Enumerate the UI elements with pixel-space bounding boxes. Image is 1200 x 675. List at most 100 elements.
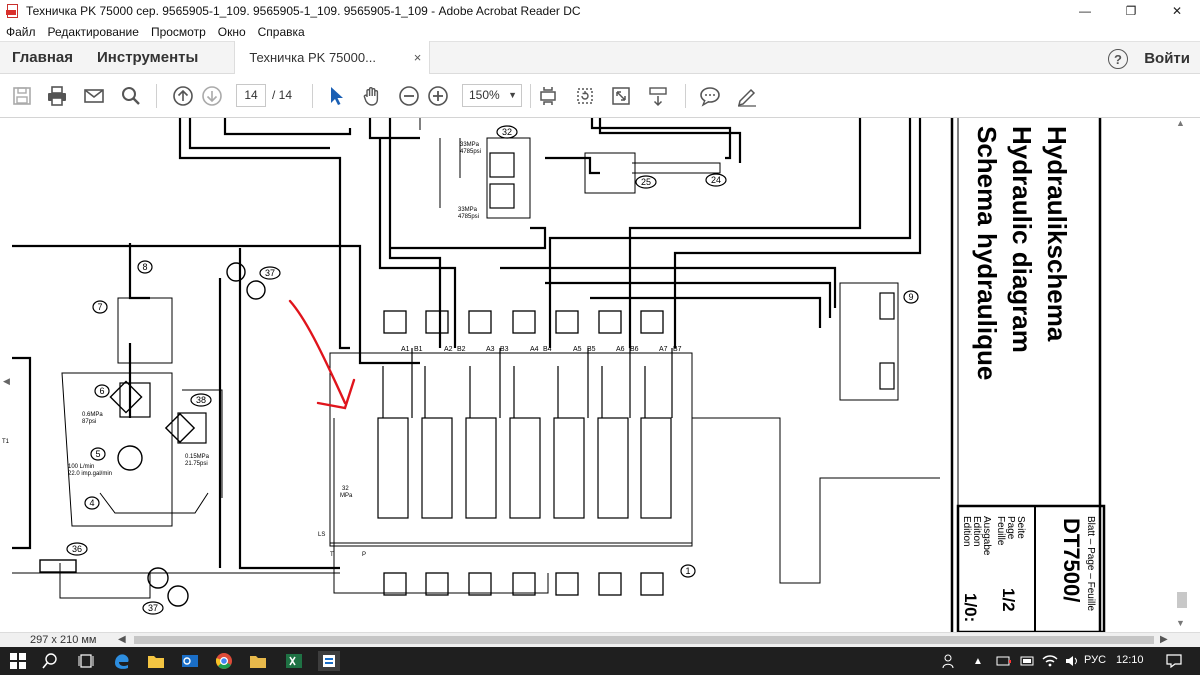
component-label: 1 xyxy=(685,566,690,576)
print-icon[interactable] xyxy=(45,84,69,108)
port-label: B5 xyxy=(587,346,596,353)
battery-icon xyxy=(1018,651,1038,671)
folder-icon[interactable] xyxy=(248,651,268,671)
file-explorer-icon[interactable] xyxy=(146,651,166,671)
signin-button[interactable]: Войти xyxy=(1144,50,1190,67)
port-label: T xyxy=(330,552,334,558)
zoom-out-icon[interactable] xyxy=(397,84,421,108)
menu-help[interactable]: Справка xyxy=(257,24,305,39)
component-label: 37 xyxy=(265,268,275,278)
pressure-label: 100 L/min xyxy=(68,464,94,470)
title-block: Hydraulikschema Hydraulic diagram Schema… xyxy=(950,118,1106,632)
network-icon[interactable] xyxy=(994,651,1014,671)
clock[interactable]: 12:10 xyxy=(1116,654,1144,666)
title-block-label: Feuille xyxy=(995,516,1006,546)
page-value: 1/2 xyxy=(999,588,1018,612)
pressure-label: 32 xyxy=(342,486,349,492)
tab-document[interactable]: Техничка PK 75000... × xyxy=(234,41,431,74)
menu-window[interactable]: Окно xyxy=(217,24,246,39)
component-label: 5 xyxy=(95,449,100,459)
port-label: A7 xyxy=(659,346,668,353)
excel-icon[interactable] xyxy=(284,651,304,671)
acrobat-taskbar-icon[interactable] xyxy=(318,651,340,671)
pressure-label: 21.75psi xyxy=(185,461,208,467)
chevron-down-icon: ▼ xyxy=(508,90,517,100)
rotate-icon[interactable] xyxy=(573,84,597,108)
title-block-label: Page xyxy=(1005,516,1016,540)
wifi-icon[interactable] xyxy=(1040,651,1060,671)
pressure-label: 33MPa xyxy=(460,142,480,148)
fullscreen-icon[interactable] xyxy=(609,84,633,108)
component-label: 4 xyxy=(89,498,94,508)
page-number-input[interactable]: 14 xyxy=(236,84,266,107)
component-label: 7 xyxy=(97,302,102,312)
hydraulic-diagram: 32 25 24 8 37 7 6 5 4 38 9 36 37 1 33MPa… xyxy=(2,118,1106,632)
component-label: 38 xyxy=(196,395,206,405)
task-view-icon[interactable] xyxy=(76,651,96,671)
zoom-value: 150% xyxy=(469,88,500,102)
menu-file[interactable]: Файл xyxy=(6,24,36,39)
scroll-up-icon[interactable]: ▲ xyxy=(1176,118,1185,128)
component-label: 8 xyxy=(142,262,147,272)
pressure-label: 0.6MPa xyxy=(82,412,103,418)
zoom-in-icon[interactable] xyxy=(426,84,450,108)
pressure-label: 33MPa xyxy=(458,207,478,213)
save-icon[interactable] xyxy=(10,84,34,108)
menu-view[interactable]: Просмотр xyxy=(150,24,206,39)
tray-chevron-icon[interactable]: ▲ xyxy=(973,655,983,667)
windows-taskbar: ▲ РУС 12:10 xyxy=(0,647,1200,675)
tab-bar: Главная Инструменты Техничка PK 75000...… xyxy=(0,41,1200,74)
menu-edit[interactable]: Редактирование xyxy=(47,24,139,39)
port-label: B3 xyxy=(500,346,509,353)
hand-tool-icon[interactable] xyxy=(360,84,384,108)
component-label: 6 xyxy=(99,386,104,396)
outlook-icon[interactable] xyxy=(180,651,200,671)
people-icon[interactable] xyxy=(940,651,960,671)
title-bar: Техничка PK 75000 сер. 9565905-1_109. 95… xyxy=(0,0,1200,22)
port-label: A5 xyxy=(573,346,582,353)
left-nav-arrow-icon[interactable]: ◀ xyxy=(3,376,10,386)
windows-start-icon[interactable] xyxy=(8,651,28,671)
comment-icon[interactable] xyxy=(698,84,722,108)
maximize-button[interactable]: ❐ xyxy=(1125,4,1137,18)
email-icon[interactable] xyxy=(82,84,106,108)
page-down-icon[interactable] xyxy=(200,84,224,108)
port-label: B1 xyxy=(414,346,423,353)
help-icon[interactable]: ? xyxy=(1108,49,1128,69)
scroll-left-icon[interactable]: ◀ xyxy=(118,634,126,645)
component-label: 9 xyxy=(908,292,913,302)
select-cursor-icon[interactable] xyxy=(324,84,348,108)
status-bar: 297 x 210 мм ◀ ▶ xyxy=(0,632,1200,647)
sign-pen-icon[interactable] xyxy=(735,84,759,108)
zoom-select[interactable]: 150% ▼ xyxy=(462,84,522,107)
page-total-label: / 14 xyxy=(272,88,293,102)
notifications-icon[interactable] xyxy=(1164,651,1184,671)
horizontal-scroll-thumb[interactable] xyxy=(134,636,1154,644)
fit-page-icon[interactable] xyxy=(536,84,560,108)
search-icon[interactable] xyxy=(119,84,143,108)
minimize-button[interactable]: — xyxy=(1079,4,1091,18)
edge-browser-icon[interactable] xyxy=(112,651,132,671)
scroll-thumb[interactable] xyxy=(1177,592,1187,608)
close-window-button[interactable]: ✕ xyxy=(1171,4,1183,18)
language-indicator[interactable]: РУС xyxy=(1084,654,1107,666)
scroll-right-icon[interactable]: ▶ xyxy=(1160,634,1168,645)
diagram-title-en: Hydraulic diagram xyxy=(1007,126,1037,353)
document-view[interactable]: ◀ ▶ xyxy=(0,118,1200,632)
pressure-label: 4785psi xyxy=(458,214,479,220)
component-label: 37 xyxy=(148,603,158,613)
scroll-down-icon[interactable]: ▼ xyxy=(1176,618,1185,628)
component-label: 36 xyxy=(72,544,82,554)
tab-tools[interactable]: Инструменты xyxy=(97,49,199,66)
chrome-icon[interactable] xyxy=(214,651,234,671)
page-up-icon[interactable] xyxy=(171,84,195,108)
tab-close-icon[interactable]: × xyxy=(413,50,422,65)
volume-icon[interactable] xyxy=(1062,651,1082,671)
tab-home[interactable]: Главная xyxy=(12,49,74,66)
scroll-mode-icon[interactable] xyxy=(646,84,670,108)
diagram-title-fr: Schema hydraulique xyxy=(972,126,1002,380)
search-icon[interactable] xyxy=(40,651,60,671)
pressure-label: 4785psi xyxy=(460,149,481,155)
component-label: 32 xyxy=(502,127,512,137)
vertical-scrollbar[interactable]: ▲ ▼ xyxy=(1175,118,1200,632)
